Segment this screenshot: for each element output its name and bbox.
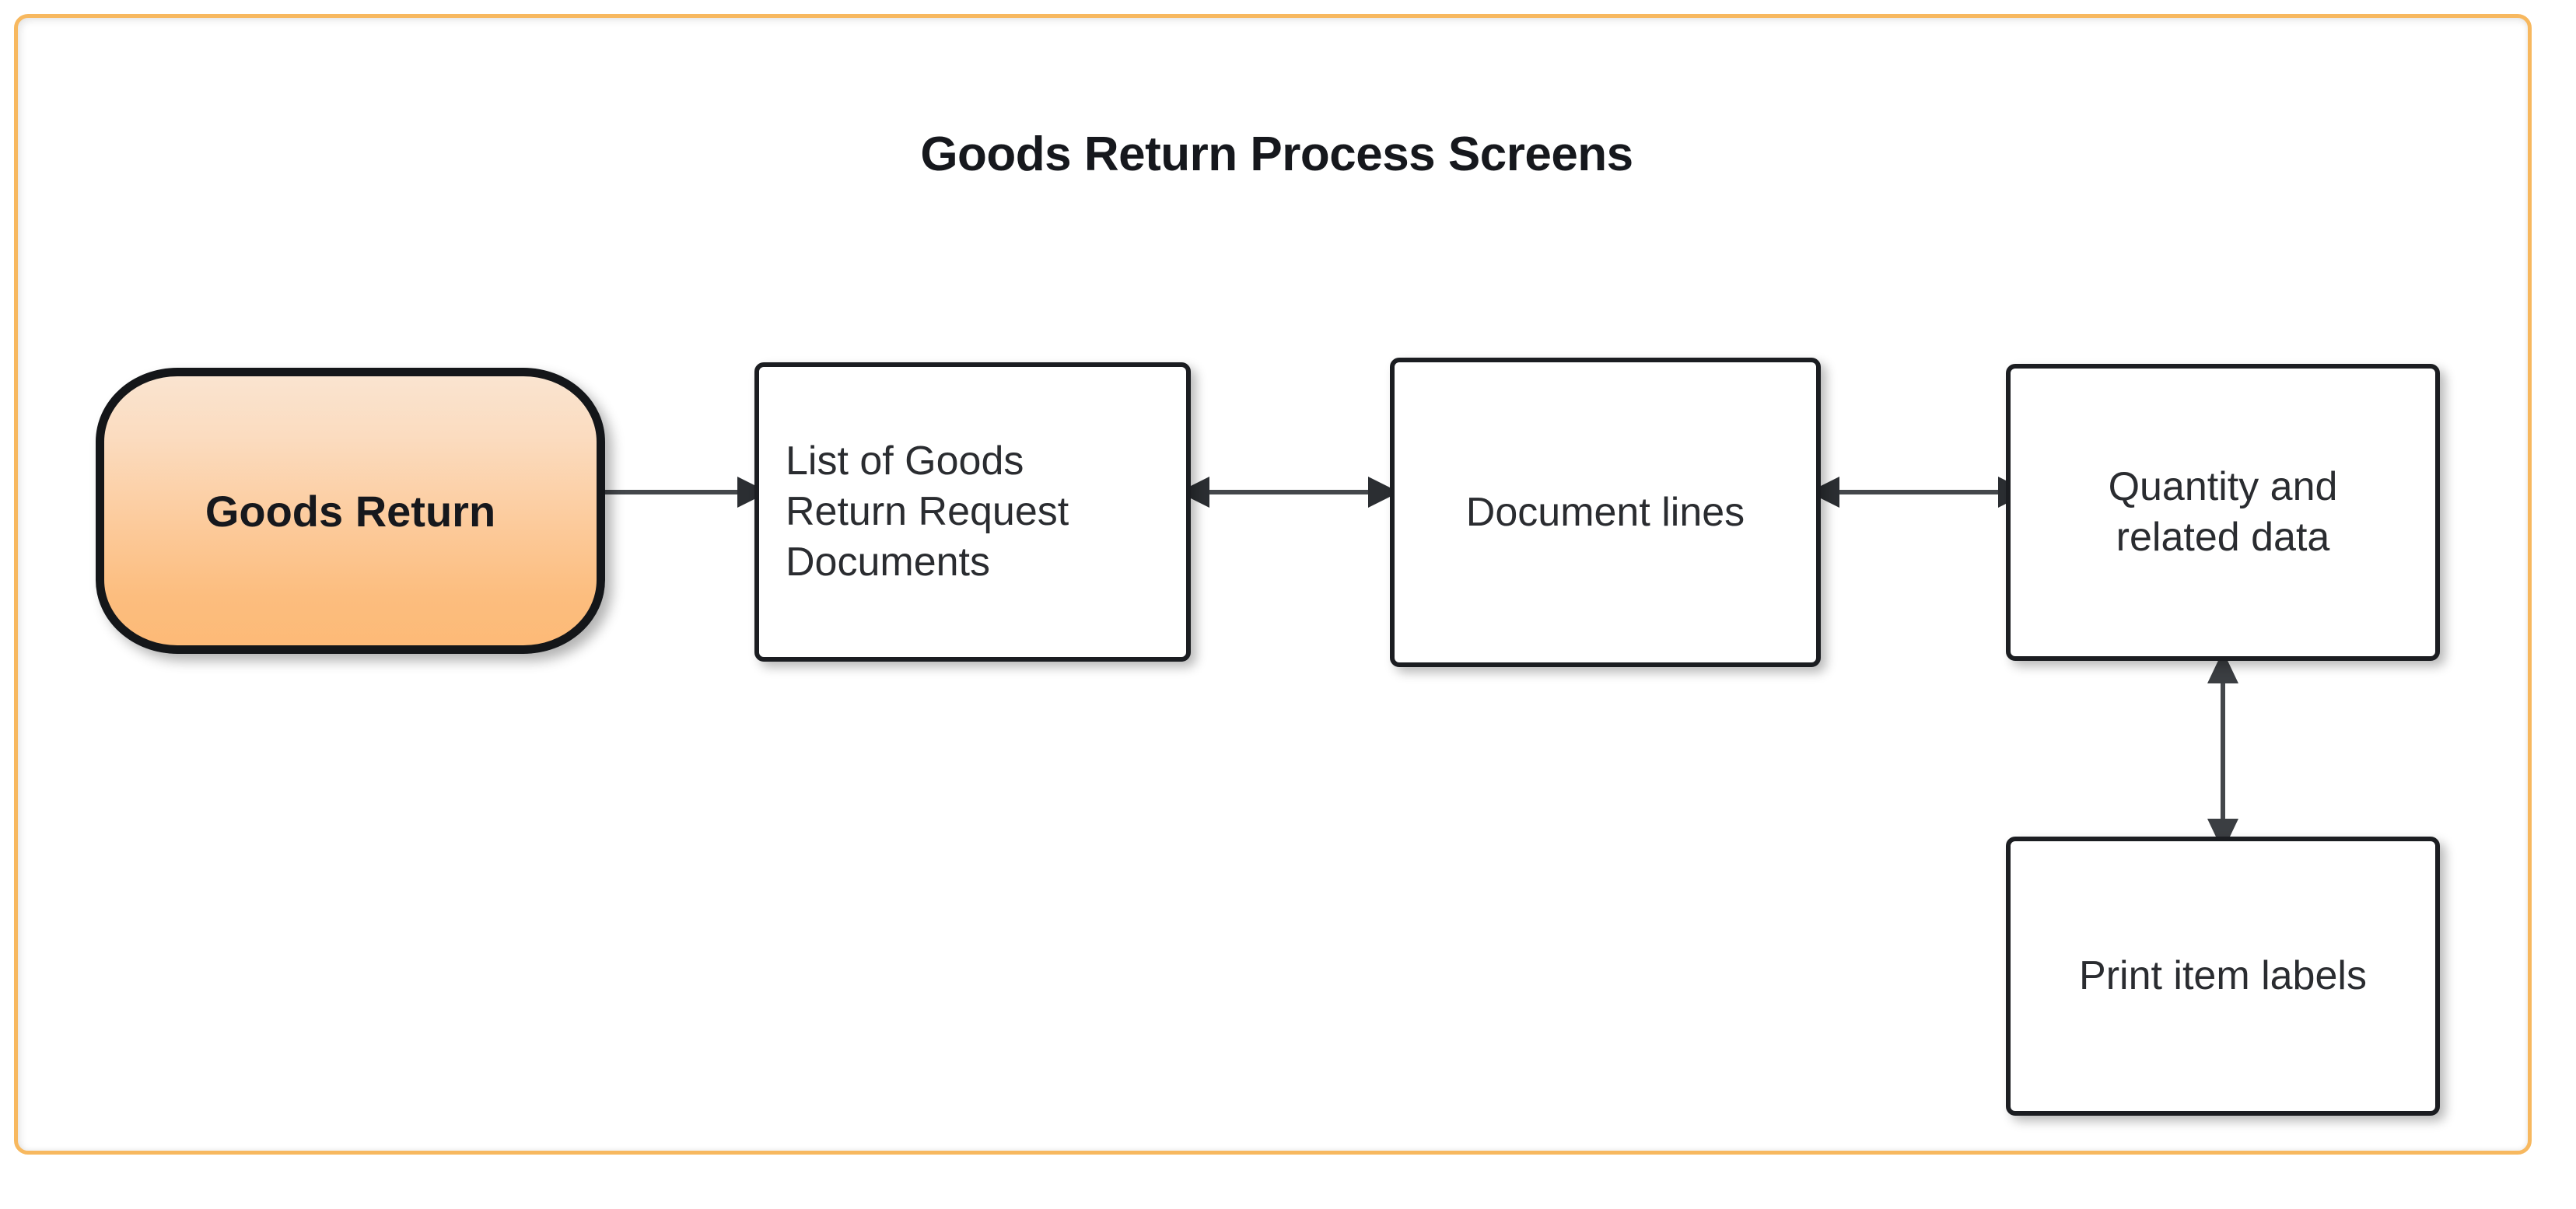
page-title: Goods Return Process Screens (920, 128, 1633, 181)
diagram-frame: Goods Return Process Screens (14, 14, 2532, 1155)
node-quantity-and-related-data-label: Quantity and related data (2108, 464, 2338, 560)
node-quantity-and-related-data[interactable]: Quantity and related data (2006, 364, 2440, 661)
node-list-of-goods-return-request-documents[interactable]: List of Goods Return Request Documents (754, 362, 1191, 662)
node-list-of-goods-return-request-documents-label: List of Goods Return Request Documents (786, 439, 1069, 585)
node-document-lines[interactable]: Document lines (1390, 358, 1821, 667)
edge-goods-return-to-list-docs (578, 475, 768, 509)
node-print-item-labels[interactable]: Print item labels (2006, 837, 2440, 1116)
edge-list-docs-to-document-lines (1177, 475, 1401, 509)
node-goods-return[interactable]: Goods Return (96, 368, 605, 654)
node-print-item-labels-label: Print item labels (2079, 953, 2367, 998)
edge-quantity-to-print-labels (2206, 649, 2240, 853)
node-goods-return-label: Goods Return (205, 486, 496, 536)
node-document-lines-label: Document lines (1465, 489, 1745, 535)
edge-document-lines-to-quantity (1807, 475, 2031, 509)
